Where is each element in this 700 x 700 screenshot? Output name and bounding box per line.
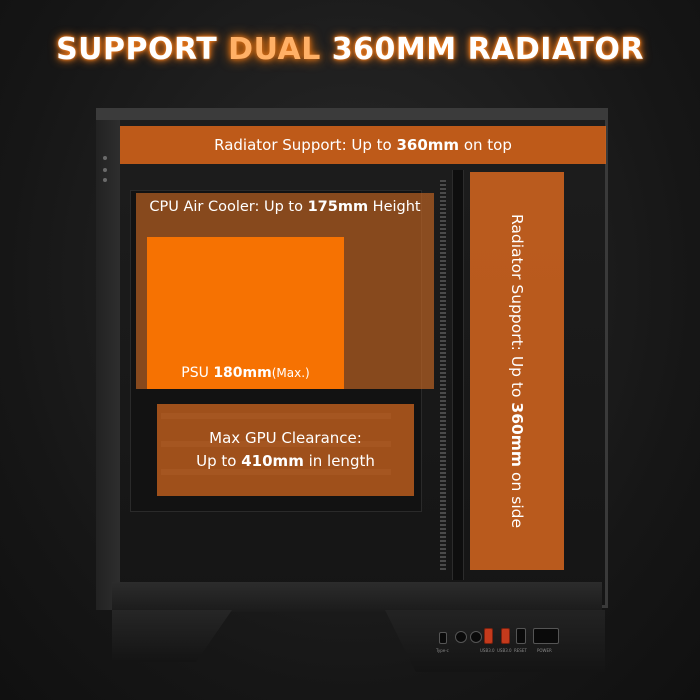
case-foot-left	[112, 610, 232, 662]
io-label: POWER	[537, 648, 552, 653]
psu-zone: PSU 180mm(Max.)	[147, 237, 344, 389]
zone-suffix: Height	[368, 199, 421, 215]
top-radiator-zone: Radiator Support: Up to 360mm on top	[120, 126, 606, 164]
zone-text: CPU Air Cooler: Up to 175mm Height	[136, 199, 434, 215]
zone-prefix: Up to	[196, 452, 242, 470]
case-left-frame	[96, 120, 120, 610]
psu-shroud	[112, 582, 602, 612]
audio-port-icon	[455, 631, 467, 643]
zone-text: Radiator Support: Up to 360mm on side	[508, 214, 526, 528]
gpu-clearance-zone: Max GPU Clearance: Up to 410mm in length	[157, 404, 414, 496]
cable-divider	[452, 170, 464, 580]
zone-text: Radiator Support: Up to 360mm on top	[214, 136, 512, 154]
zone-text: PSU 180mm(Max.)	[147, 365, 344, 381]
io-label: USB3.0	[480, 648, 495, 653]
zone-prefix: Radiator Support: Up to	[214, 136, 397, 154]
zone-value: 360mm	[508, 402, 526, 468]
usb-a-port	[501, 628, 510, 644]
headline: SUPPORT DUAL 360MM RADIATOR	[0, 32, 700, 67]
zone-line1: Max GPU Clearance:	[209, 428, 362, 447]
zone-prefix: CPU Air Cooler: Up to	[149, 199, 308, 215]
power-button	[533, 628, 559, 644]
indicator-dot	[103, 178, 107, 182]
zone-prefix: Radiator Support: Up to	[508, 213, 526, 403]
zone-text: Up to 410mm in length	[196, 450, 375, 473]
front-io-panel	[385, 610, 605, 672]
usb-a-port	[484, 628, 493, 644]
side-radiator-zone: Radiator Support: Up to 360mm on side	[470, 172, 564, 570]
headline-part1: SUPPORT	[56, 32, 229, 67]
io-label: Type-c	[436, 648, 449, 653]
zone-value: 175mm	[307, 199, 369, 215]
zone-value: 180mm	[213, 365, 272, 381]
indicator-dot	[103, 168, 107, 172]
zone-suffix: on side	[508, 467, 526, 529]
reset-button	[516, 628, 526, 644]
case-top-panel	[96, 108, 608, 120]
fan-mesh-strip	[440, 180, 446, 570]
zone-value: 410mm	[241, 452, 304, 470]
indicator-dot	[103, 156, 107, 160]
mic-port-icon	[470, 631, 482, 643]
zone-suffix: on top	[459, 136, 512, 154]
zone-prefix: PSU	[181, 365, 214, 381]
usb-c-port	[439, 632, 447, 644]
zone-suffix: (Max.)	[271, 366, 310, 380]
headline-part2: 360MM RADIATOR	[320, 32, 644, 67]
headline-accent: DUAL	[228, 32, 321, 67]
io-label: RESET	[514, 648, 527, 653]
io-label: USB3.0	[497, 648, 512, 653]
zone-suffix: in length	[303, 452, 375, 470]
zone-value: 360mm	[396, 136, 460, 154]
